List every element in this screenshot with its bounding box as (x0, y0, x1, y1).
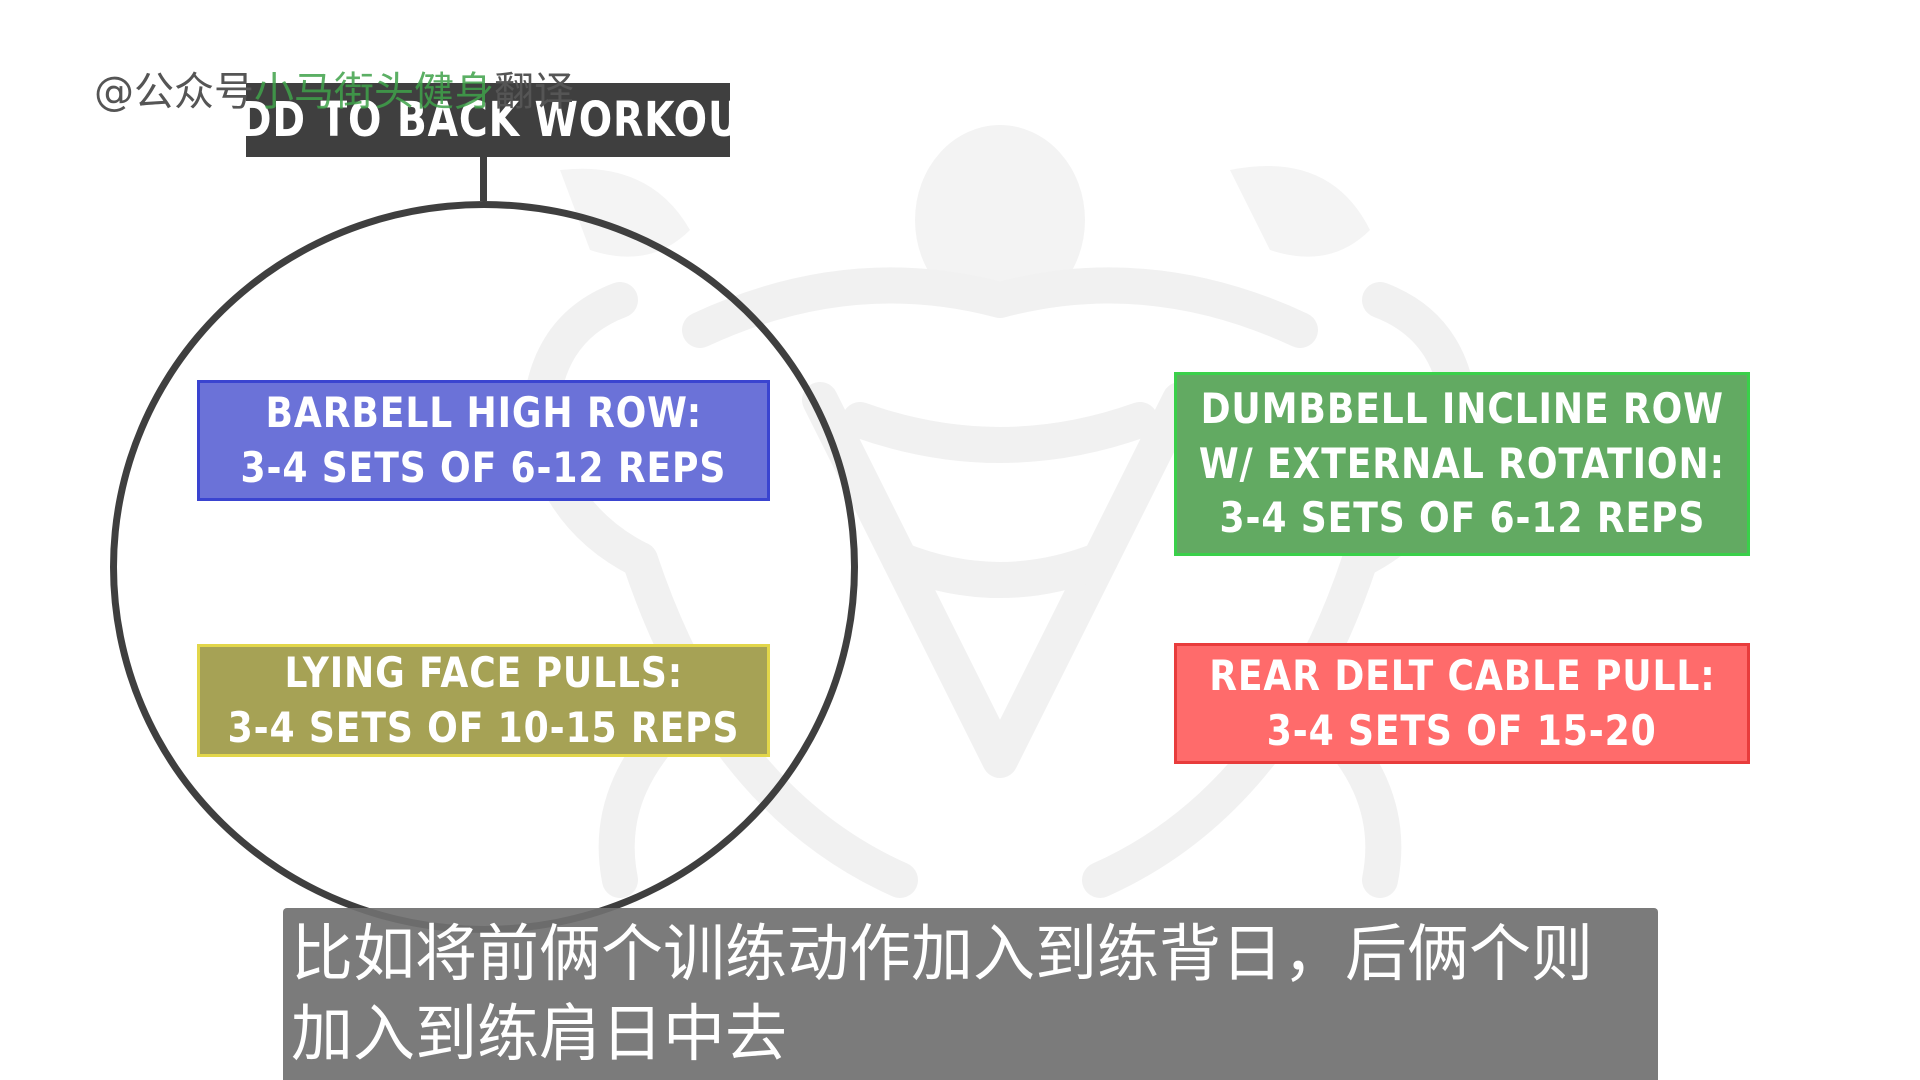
channel-watermark-suffix: 翻译 (494, 69, 574, 115)
workout-title-bar: ADD TO BACK WORKOUT (246, 83, 730, 157)
exercise-card-lying-face-pulls: LYING FACE PULLS: 3-4 SETS OF 10-15 REPS (197, 644, 770, 757)
back-workout-group-circle (110, 201, 858, 933)
exercise-name: REAR DELT CABLE PULL: (1208, 650, 1716, 700)
exercise-sets: 3-4 SETS OF 15-20 (1267, 705, 1657, 755)
exercise-sets: 3-4 SETS OF 10-15 REPS (227, 702, 740, 752)
subtitle-line-1: 比如将前俩个训练动作加入到练背日，后俩个则 (291, 917, 1594, 990)
channel-watermark-name: 小马街头健身 (254, 69, 494, 115)
exercise-card-barbell-high-row: BARBELL HIGH ROW: 3-4 SETS OF 6-12 REPS (197, 380, 770, 501)
video-subtitle: 比如将前俩个训练动作加入到练背日，后俩个则 加入到练肩日中去 (283, 908, 1658, 1080)
exercise-card-rear-delt-cable-pull: REAR DELT CABLE PULL: 3-4 SETS OF 15-20 (1174, 643, 1750, 764)
title-connector-line (480, 157, 487, 201)
subtitle-line-2: 加入到练肩日中去 (291, 997, 788, 1070)
exercise-sets: 3-4 SETS OF 6-12 REPS (1219, 493, 1705, 543)
channel-watermark: @公众号小马街头健身翻译 (94, 72, 574, 112)
exercise-sets: 3-4 SETS OF 6-12 REPS (240, 442, 727, 492)
exercise-name-cont: W/ EXTERNAL ROTATION: (1198, 438, 1726, 488)
channel-watermark-prefix: @公众号 (94, 69, 254, 115)
exercise-card-dumbbell-incline-row: DUMBBELL INCLINE ROW W/ EXTERNAL ROTATIO… (1174, 372, 1750, 556)
exercise-name: LYING FACE PULLS: (284, 647, 683, 697)
workout-title: ADD TO BACK WORKOUT (246, 92, 730, 148)
exercise-name: DUMBBELL INCLINE ROW (1200, 384, 1724, 434)
exercise-name: BARBELL HIGH ROW: (265, 387, 702, 437)
